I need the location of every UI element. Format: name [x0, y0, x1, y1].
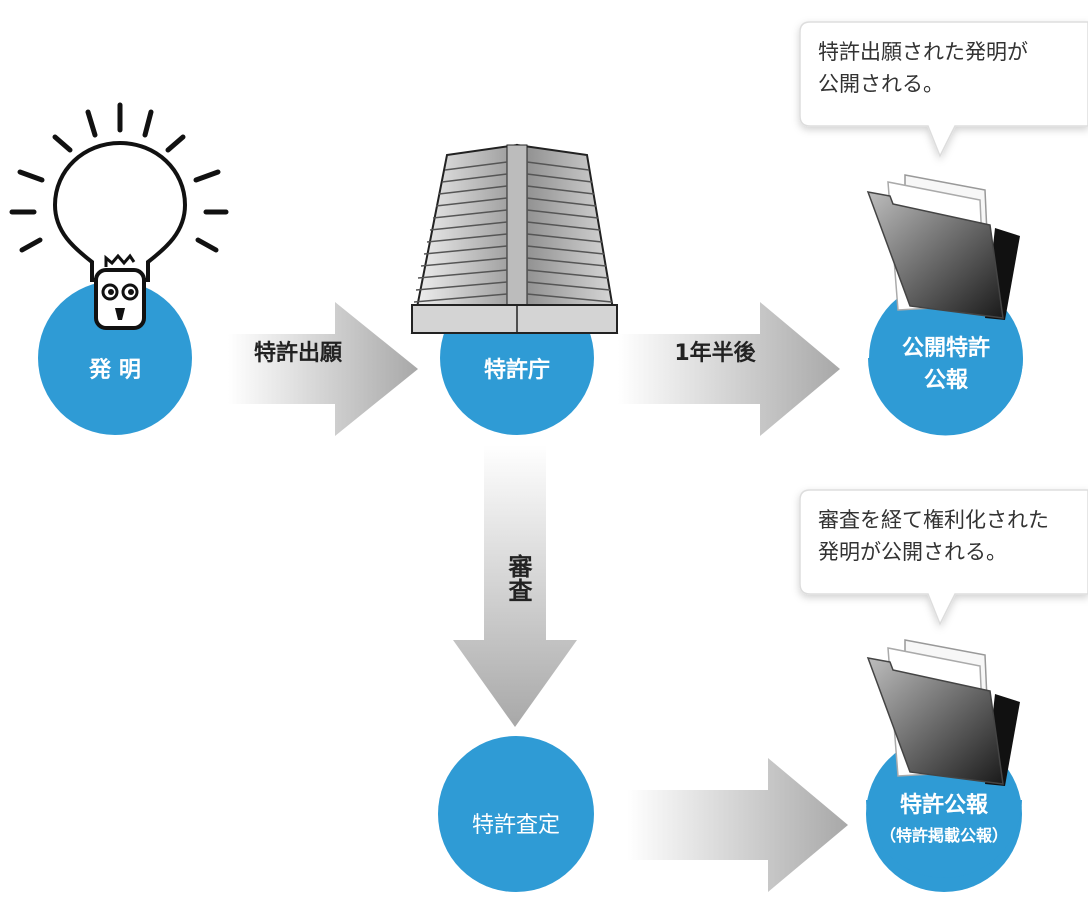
arrow-application-label: 特許出願 — [253, 341, 342, 366]
arrow-application — [228, 302, 418, 436]
folder-document-icon — [866, 174, 1020, 320]
node-invention — [38, 281, 192, 435]
arrow-examination-label: 審査 — [504, 554, 532, 602]
node-patent-grant-label: 特許査定 — [471, 813, 560, 838]
bubble-bottom-line-2: 発明が公開される。 — [818, 540, 1007, 564]
node-patent-gazette-overlay — [866, 800, 1022, 878]
node-patent-gazette-label-2: （特許掲載公報） — [879, 826, 1008, 845]
bubble-top-line-2: 公開される。 — [818, 72, 944, 96]
node-patent-grant — [438, 736, 594, 892]
bubble-top — [799, 21, 1088, 158]
arrow-after-18-months — [618, 302, 840, 436]
node-unexamined-publication-overlay — [868, 358, 1023, 436]
arrow-after-18-months-label: 1年半後 — [674, 341, 756, 366]
node-patent-office-label: 特許庁 — [483, 358, 550, 383]
bubble-bottom-line-1: 審査を経て権利化された — [818, 508, 1049, 532]
lightbulb-icon — [9, 102, 229, 330]
node-unexamined-publication-label-1: 公開特許 — [901, 336, 990, 361]
arrow-to-gazette — [627, 758, 848, 892]
bubble-bottom — [799, 489, 1088, 626]
node-invention-label: 発 明 — [89, 358, 141, 383]
node-unexamined-publication-label-2: 公報 — [923, 368, 968, 393]
folder-document-icon — [866, 639, 1020, 786]
node-patent-gazette-label-1: 特許公報 — [899, 793, 988, 818]
bubble-top-line-1: 特許出願された発明が — [818, 40, 1028, 64]
office-building-icon — [410, 143, 619, 334]
arrow-examination — [453, 445, 577, 727]
